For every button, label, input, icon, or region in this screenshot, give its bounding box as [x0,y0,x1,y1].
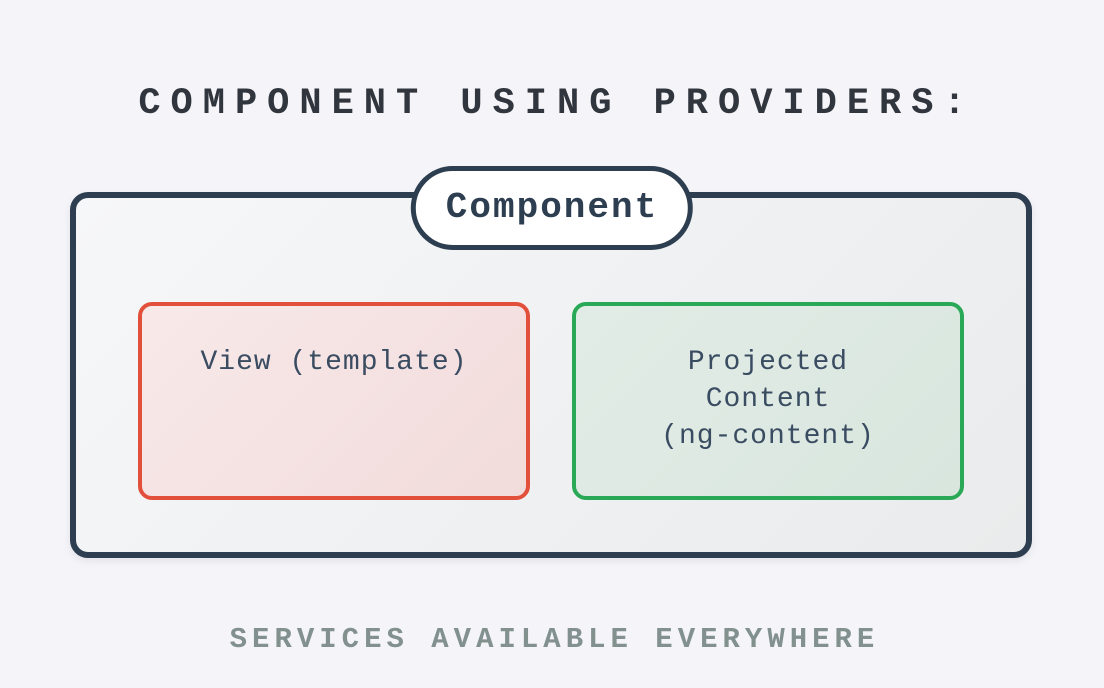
view-template-label: View (template) [200,347,468,378]
view-template-box: View (template) [138,302,530,500]
component-box: View (template) Projected Content (ng-co… [70,192,1032,558]
projected-content-box: Projected Content (ng-content) [572,302,964,500]
page-title: COMPONENT USING PROVIDERS: [138,83,976,125]
footer-caption: SERVICES AVAILABLE EVERYWHERE [229,623,880,656]
component-pill-label: Component [445,187,659,228]
component-pill: Component [410,166,694,250]
projected-content-label: Projected Content (ng-content) [661,347,875,452]
